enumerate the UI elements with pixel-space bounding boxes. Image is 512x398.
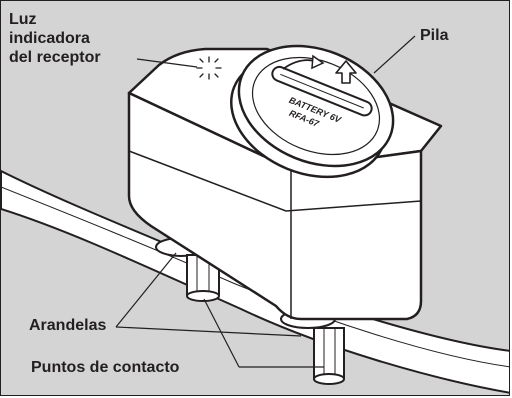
leader-lines: [115, 35, 416, 368]
rotate-arrow-head: [311, 54, 325, 70]
washers-leader-line-2: [115, 326, 302, 337]
collar-strap-inner-edge: [1, 186, 509, 368]
battery-label: Pila: [420, 27, 449, 44]
indicator-light-rays: [196, 56, 222, 80]
indicator-light-label-line1: Luz: [9, 11, 37, 28]
contact-point-right: [280, 309, 345, 385]
battery-cap: BATTERY 6V RFA-67: [230, 44, 395, 179]
contacts-leader-line-1: [203, 298, 240, 368]
washers-label: Arandelas: [29, 317, 107, 334]
battery-leader-line: [373, 35, 416, 74]
contact-points-label: Puntos de contacto: [31, 359, 180, 376]
indicator-light-label-line2: indicadora: [9, 30, 90, 47]
indicator-light-label-line3: del receptor: [9, 49, 101, 66]
light-leader-line: [136, 58, 198, 68]
washers-leader-line-1: [115, 252, 177, 328]
receiver-seam: [128, 150, 422, 212]
up-arrow-icon: [335, 60, 357, 84]
